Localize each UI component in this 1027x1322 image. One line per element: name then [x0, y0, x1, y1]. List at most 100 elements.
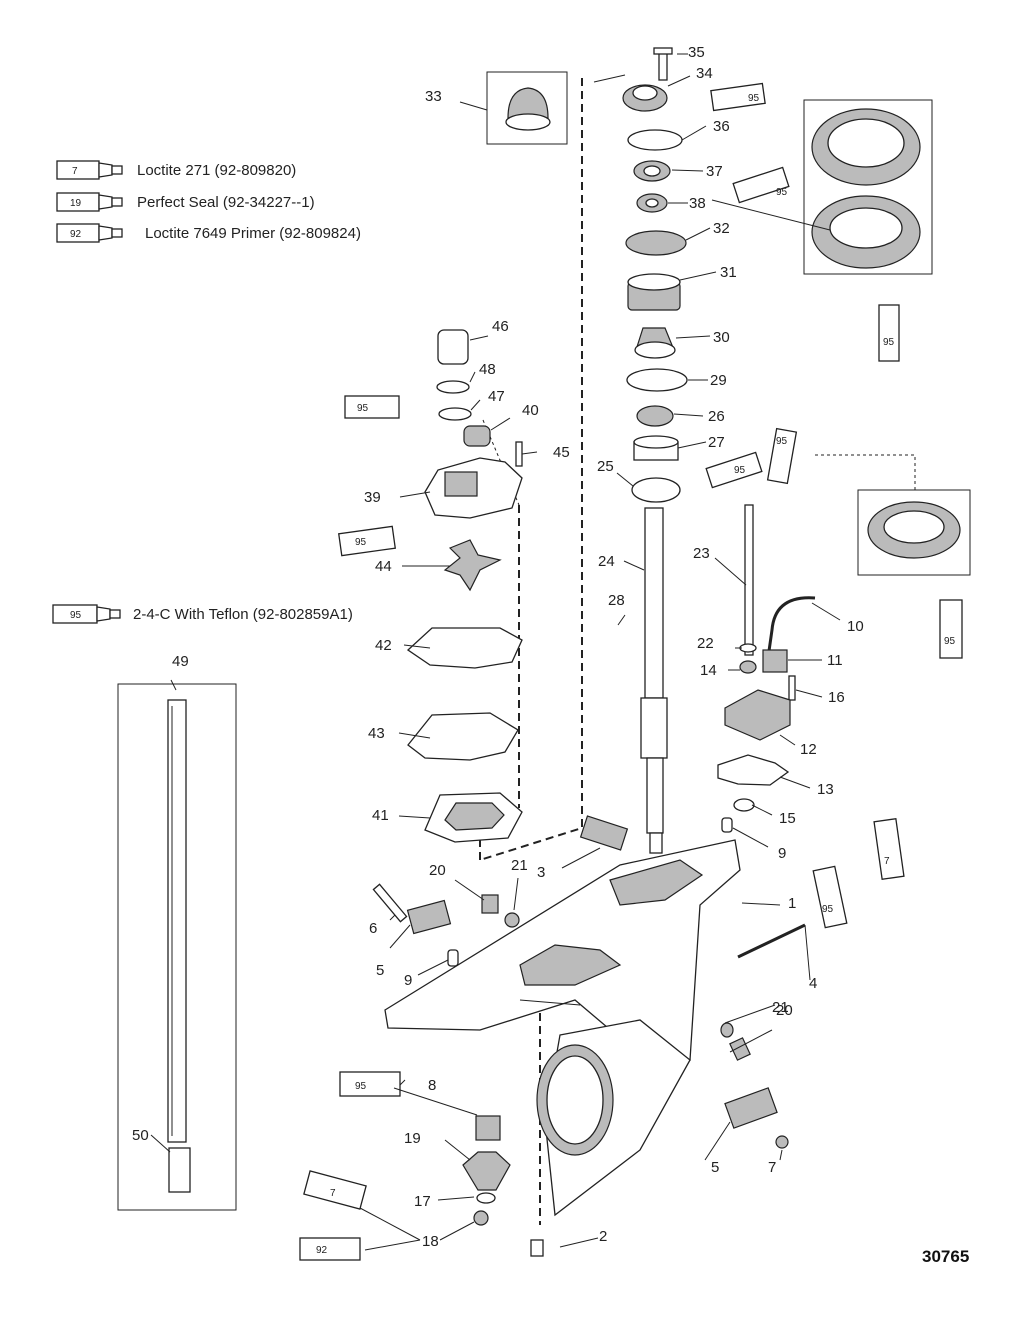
callout-1: 1 — [788, 895, 796, 912]
svg-text:95: 95 — [883, 337, 895, 348]
svg-text:95: 95 — [822, 904, 834, 915]
callout-7: 7 — [768, 1159, 776, 1176]
sealant-tube-icon: 95 — [710, 82, 766, 112]
callout-46: 46 — [492, 318, 509, 335]
callout-16: 16 — [828, 689, 845, 706]
driveshaft-long — [167, 699, 187, 1143]
legend-text: Perfect Seal (92-34227--1) — [137, 194, 315, 211]
callout-39: 39 — [364, 489, 381, 506]
sealant-tube-icon — [52, 604, 121, 624]
inset-box-bearing-right — [857, 489, 971, 576]
callout-3: 3 — [537, 864, 545, 881]
o-ring-15 — [733, 798, 755, 812]
svg-text:95: 95 — [944, 636, 956, 647]
assembly-line-left — [479, 78, 583, 861]
sealant-tube-icon: 7 — [303, 1170, 367, 1210]
callout-24: 24 — [598, 553, 615, 570]
callout-43: 43 — [368, 725, 385, 742]
callout-38: 38 — [689, 195, 706, 212]
callout-12: 12 — [800, 741, 817, 758]
legend-tube-code: 7 — [72, 166, 78, 177]
driveshaft-bushing — [168, 1147, 191, 1193]
callout-labels: 1 2 3 4 5 5 6 7 7 9 9 10 11 12 13 14 15 … — [132, 44, 864, 1250]
svg-text:95: 95 — [355, 1081, 367, 1092]
callout-17: 17 — [414, 1193, 431, 1210]
bearing-ring-right — [867, 501, 961, 559]
sealant-tube-icon: 95 — [732, 166, 790, 204]
seal-cap-33 — [505, 87, 551, 131]
callout-26: 26 — [708, 408, 725, 425]
sealant-tube-icon: 95 — [812, 865, 848, 929]
anode-and-small-parts — [372, 815, 806, 1257]
callout-19: 19 — [404, 1130, 421, 1147]
legend-tube-code: 95 — [70, 610, 82, 621]
callout-5: 5 — [711, 1159, 719, 1176]
inset-box-bearings — [803, 99, 933, 275]
legend-text: 2-4-C With Teflon (92-802859A1) — [133, 606, 353, 623]
sealant-tube-icon: 95 — [878, 304, 900, 362]
callout-15: 15 — [779, 810, 796, 827]
callout-27: 27 — [708, 434, 725, 451]
callout-11: 11 — [827, 652, 843, 669]
svg-text:95: 95 — [734, 465, 746, 476]
legend-item-loctite-271: 7 Loctite 271 (92-809820) — [56, 160, 296, 180]
callout-10: 10 — [847, 618, 864, 635]
inset-box-33 — [486, 71, 568, 145]
callout-25: 25 — [597, 458, 614, 475]
callout-37: 37 — [706, 163, 723, 180]
callout-35: 35 — [688, 44, 705, 61]
svg-text:7: 7 — [884, 856, 890, 867]
callout-20: 20 — [776, 1002, 793, 1019]
svg-text:95: 95 — [748, 93, 760, 104]
callout-13: 13 — [817, 781, 834, 798]
legend-item-perfect-seal: 19 Perfect Seal (92-34227--1) — [56, 192, 315, 212]
callout-21b: 21 — [772, 999, 789, 1016]
svg-text:7: 7 — [330, 1188, 336, 1199]
gasket-13 — [717, 754, 790, 786]
callout-41: 41 — [372, 807, 389, 824]
callout-50: 50 — [132, 1127, 149, 1144]
legend-tube-code: 92 — [70, 229, 82, 240]
svg-text:95: 95 — [776, 187, 788, 198]
callout-22: 22 — [697, 635, 714, 652]
svg-text:95: 95 — [357, 403, 369, 414]
sealant-tube-icon — [56, 223, 123, 243]
legend-tube-code: 19 — [70, 198, 82, 209]
water-pump-parts — [406, 329, 523, 843]
hose-10 — [766, 596, 816, 659]
callout-28: 28 — [608, 592, 625, 609]
svg-text:95: 95 — [776, 436, 788, 447]
sealant-tube-icon: 92 — [299, 1237, 361, 1261]
callout-21: 21 — [511, 857, 528, 874]
callout-31: 31 — [720, 264, 737, 281]
callout-8: 8 — [428, 1077, 436, 1094]
callout-2: 2 — [599, 1228, 607, 1245]
callout-23: 23 — [693, 545, 710, 562]
callout-4: 4 — [809, 975, 817, 992]
callout-45: 45 — [553, 444, 570, 461]
gearcase-housing-1 — [384, 839, 741, 1217]
driveshaft-24 — [640, 507, 668, 854]
callout-33: 33 — [425, 88, 442, 105]
sealant-tube-icon — [56, 160, 123, 180]
callout-30: 30 — [713, 329, 730, 346]
connector-11 — [762, 649, 788, 673]
callout-40: 40 — [522, 402, 539, 419]
pin-9-upper — [721, 817, 733, 833]
callout-9: 9 — [404, 972, 412, 989]
sealant-tube-icon: 95 — [766, 427, 798, 485]
leader-lines — [150, 53, 841, 1251]
sealant-tube-icon: 95 — [337, 525, 397, 557]
stack-parts — [622, 47, 688, 503]
callout-48: 48 — [479, 361, 496, 378]
callout-6: 6 — [369, 920, 377, 937]
callout-36: 36 — [713, 118, 730, 135]
sealant-tube-icon: 7 — [873, 818, 905, 880]
svg-text:92: 92 — [316, 1245, 328, 1256]
sealant-tube-icon — [56, 192, 123, 212]
callout-9: 9 — [778, 845, 786, 862]
shift-block-12 — [724, 689, 791, 741]
callout-18: 18 — [422, 1233, 439, 1250]
callout-5: 5 — [376, 962, 384, 979]
